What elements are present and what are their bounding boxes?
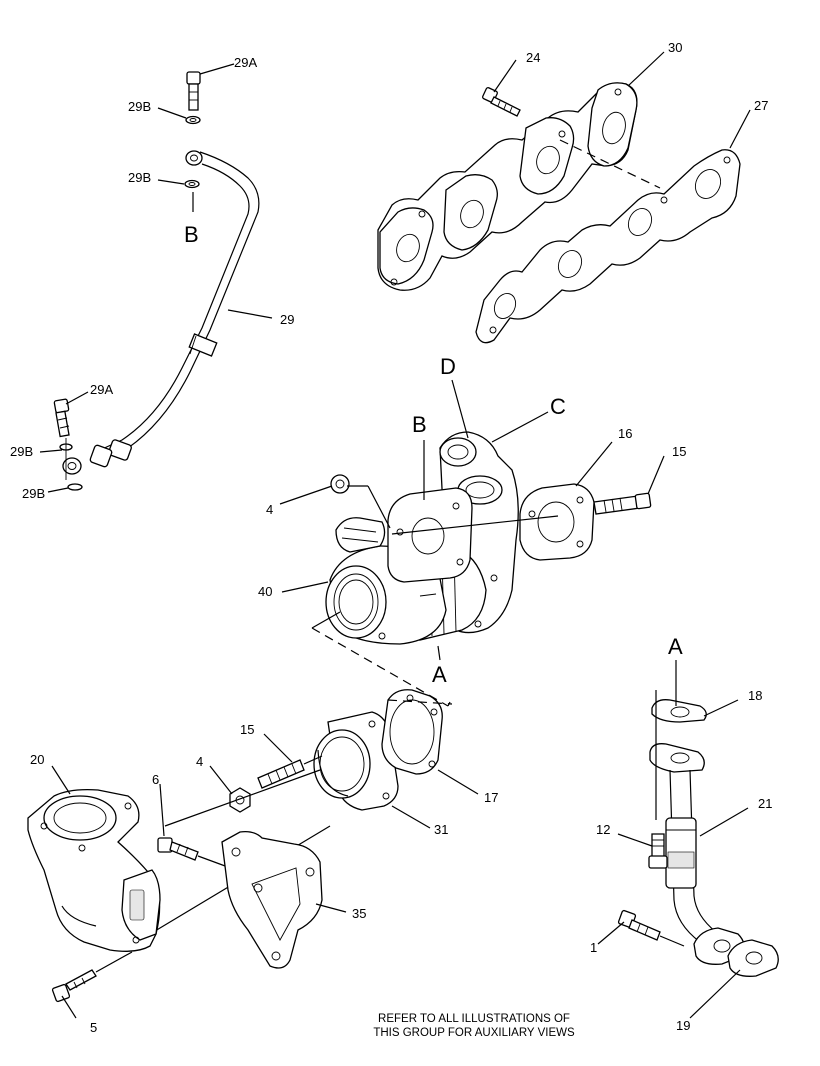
exhaust-elbow	[313, 711, 399, 811]
label-27: 27	[754, 98, 768, 113]
reference-note: REFER TO ALL ILLUSTRATIONS OF THIS GROUP…	[373, 1013, 575, 1039]
outlet-gasket	[519, 483, 595, 561]
exhaust-manifold	[377, 82, 661, 291]
label-29: 29	[280, 312, 294, 327]
label-17: 17	[484, 790, 498, 805]
turbocharger	[325, 431, 519, 645]
bolt-1	[617, 909, 661, 941]
label-31: 31	[434, 822, 448, 837]
nut-4-mid	[229, 787, 251, 813]
label-16: 16	[618, 426, 632, 441]
label-18: 18	[748, 688, 762, 703]
label-19: 19	[676, 1018, 690, 1033]
label-29b-bottom-2: 29B	[22, 486, 45, 501]
label-d: D	[440, 354, 456, 379]
label-29b-top-2: 29B	[128, 170, 151, 185]
bolt-12	[648, 833, 668, 869]
note-line-2: THIS GROUP FOR AUXILIARY VIEWS	[373, 1027, 575, 1039]
label-35: 35	[352, 906, 366, 921]
callout-labels: 29A 29B 29B B 29 29A 29B 29B 24 30 27 D …	[10, 40, 772, 1035]
label-29a-bottom: 29A	[90, 382, 113, 397]
label-6: 6	[152, 772, 159, 787]
manifold-gasket	[475, 149, 741, 344]
label-4-top: 4	[266, 502, 273, 517]
elbow-gasket	[381, 689, 443, 775]
leader-lines	[39, 51, 751, 1019]
label-24: 24	[526, 50, 540, 65]
label-29b-bottom-1: 29B	[10, 444, 33, 459]
label-4-mid: 4	[196, 754, 203, 769]
label-a-pipe: A	[668, 634, 683, 659]
label-a-turbo: A	[432, 662, 447, 687]
label-5: 5	[90, 1020, 97, 1035]
label-15-top: 15	[672, 444, 686, 459]
label-40: 40	[258, 584, 272, 599]
nut-4-top	[330, 474, 350, 494]
note-line-1: REFER TO ALL ILLUSTRATIONS OF	[378, 1013, 570, 1025]
stud-15-top	[593, 492, 652, 515]
bolt-5	[51, 969, 97, 1003]
label-20: 20	[30, 752, 44, 767]
exhaust-outlet	[27, 788, 161, 952]
stud-15-mid	[257, 759, 305, 789]
label-15-mid: 15	[240, 722, 254, 737]
oil-supply-tube	[53, 71, 260, 491]
label-29a-top: 29A	[234, 55, 257, 70]
label-b-tube: B	[184, 222, 199, 247]
label-1: 1	[590, 940, 597, 955]
label-c: C	[550, 394, 566, 419]
bolt-6	[157, 837, 199, 861]
label-30: 30	[668, 40, 682, 55]
bolt-24	[482, 87, 521, 117]
label-29b-top-1: 29B	[128, 99, 151, 114]
label-21: 21	[758, 796, 772, 811]
support-bracket	[221, 830, 323, 969]
oil-drain-tube	[649, 690, 779, 977]
label-12: 12	[596, 822, 610, 837]
label-b-turbo: B	[412, 412, 427, 437]
